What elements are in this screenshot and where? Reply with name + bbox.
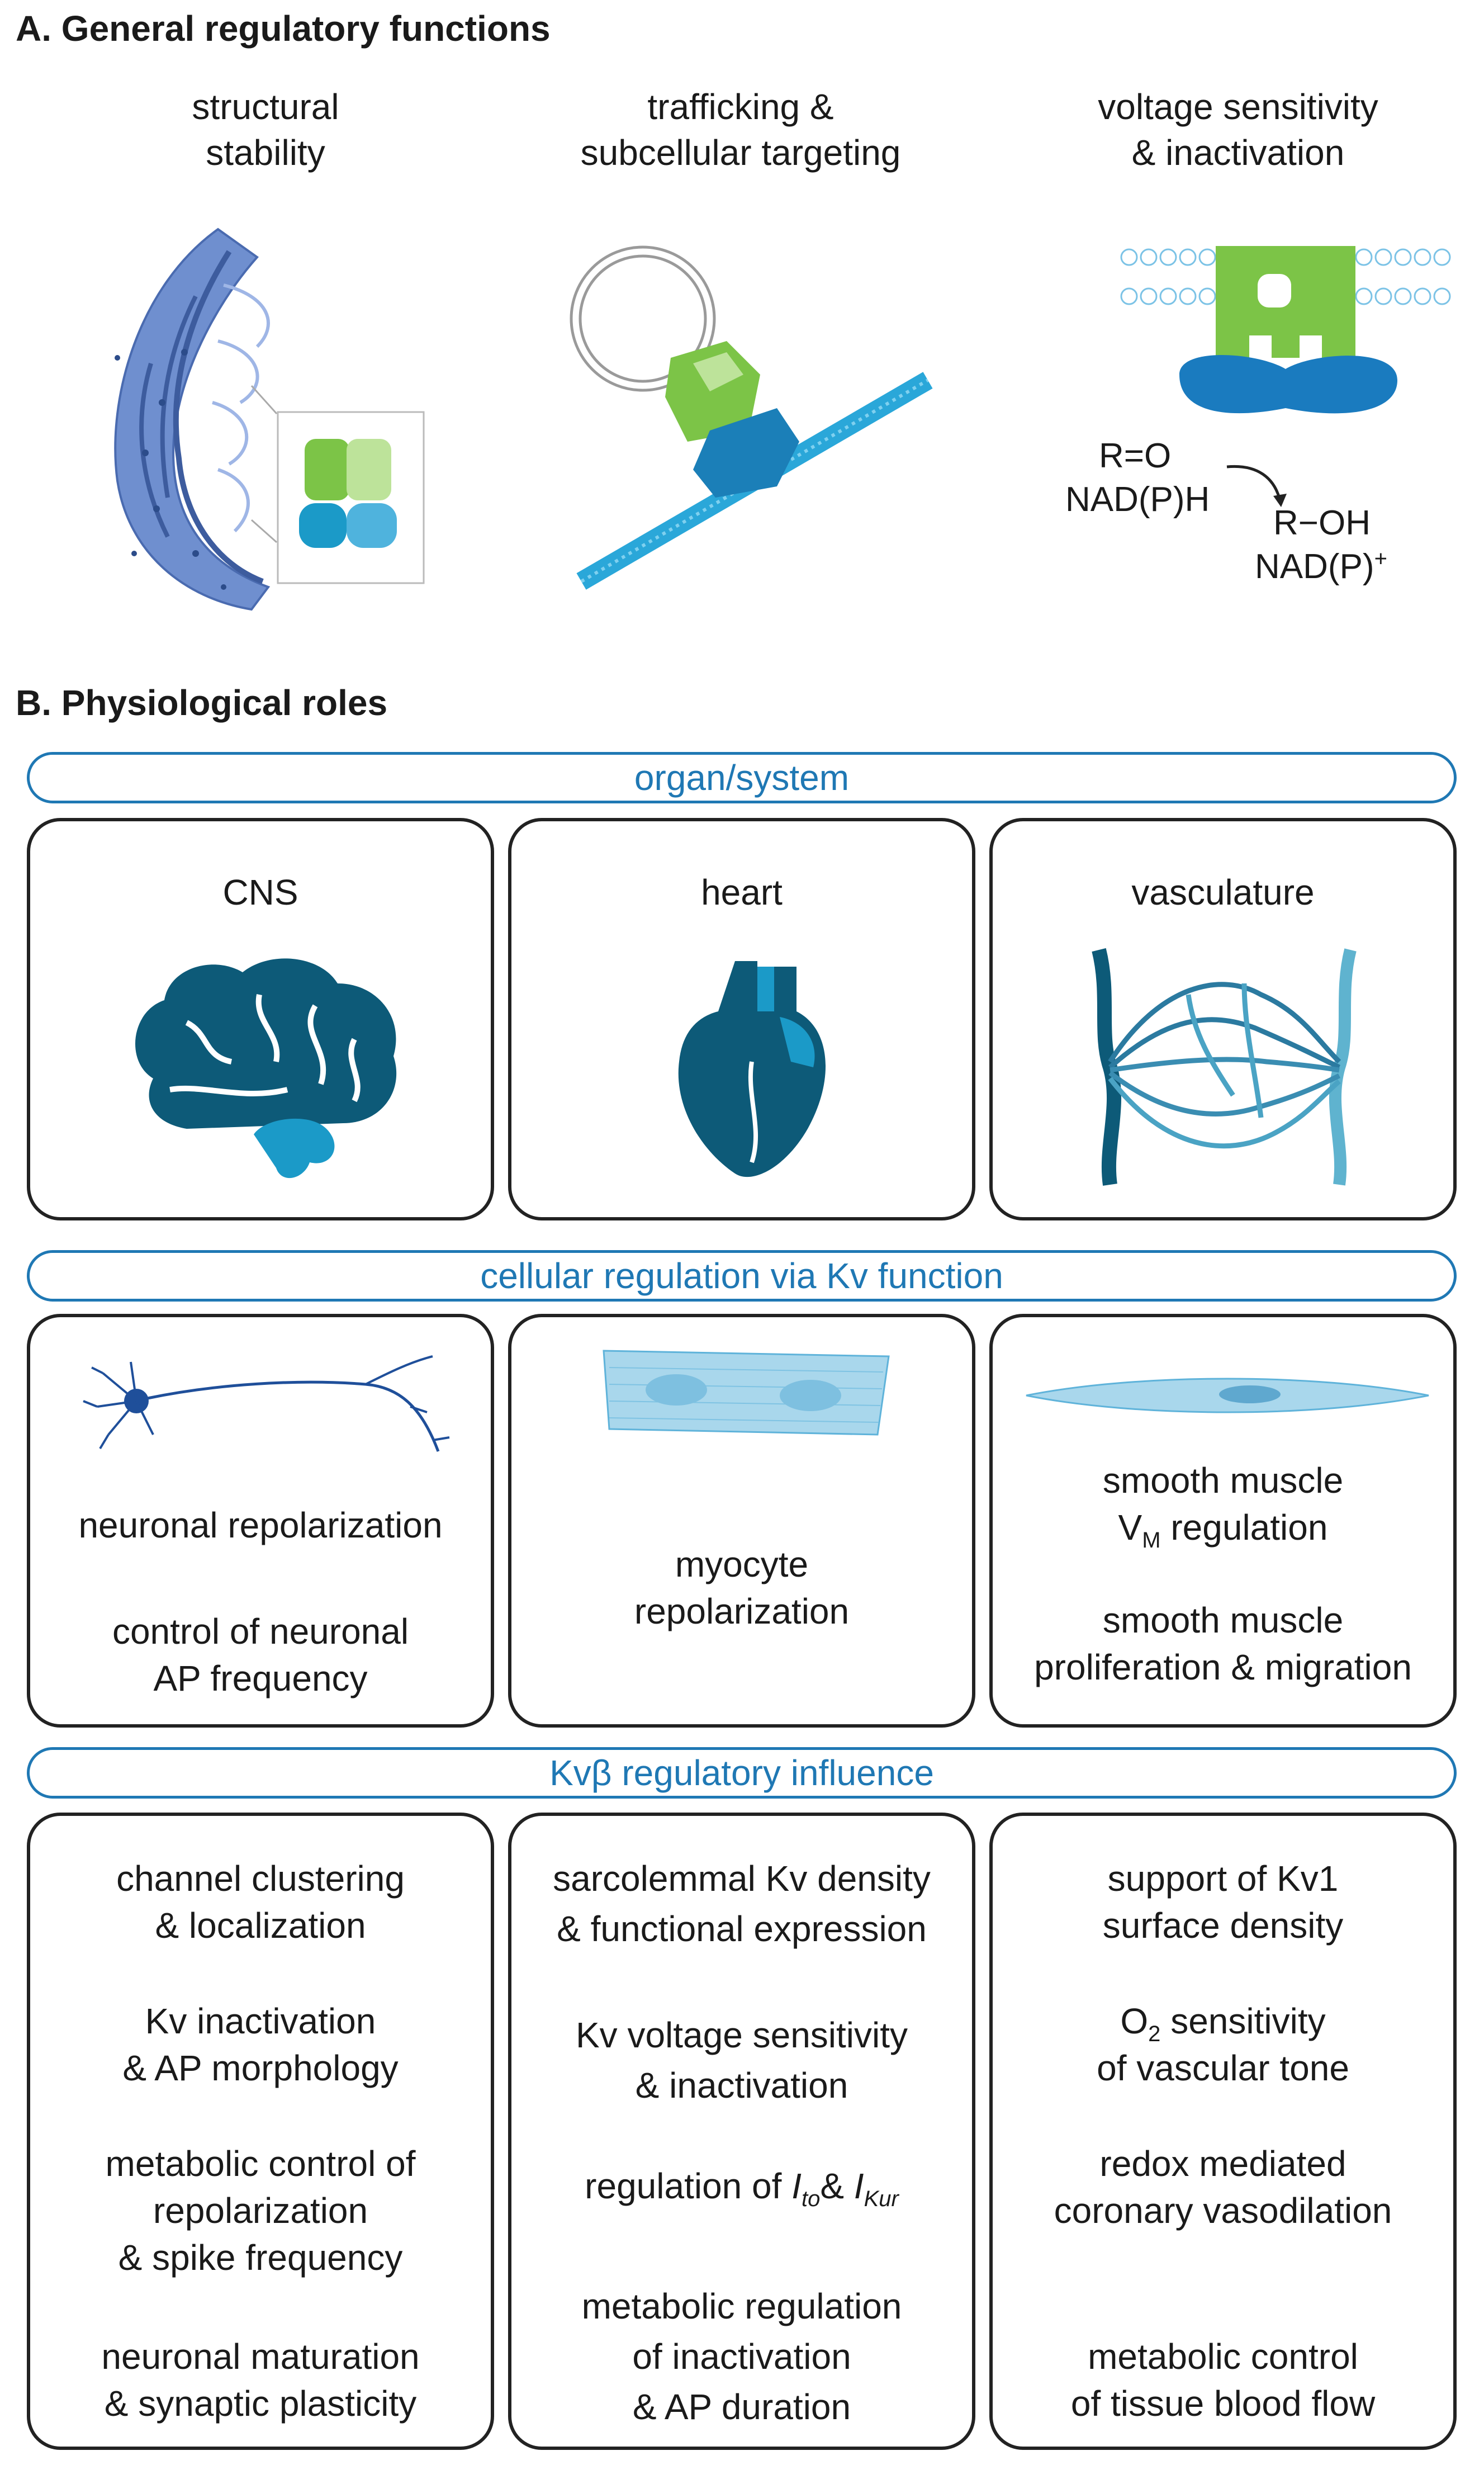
box-cns: CNS (27, 818, 494, 1220)
kvb-heart-7: of inactivation (632, 2336, 851, 2377)
membrane-channel-illustration (1120, 246, 1451, 414)
kvb-heart-3: Kv voltage sensitivity (575, 2015, 908, 2055)
kvb-cns-4: & AP morphology (122, 2048, 399, 2088)
organ-label-vasculature: vasculature (1131, 872, 1315, 912)
heart-icon (678, 961, 826, 1177)
kvb-vasc-o2: O2 sensitivity (1120, 2001, 1326, 2046)
text-myocyte-repolarization: repolarization (634, 1591, 850, 1631)
smooth-muscle-cell-icon (1026, 1378, 1429, 1413)
kvb-vasc-2: surface density (1102, 1905, 1344, 1946)
text-proliferation-migration: proliferation & migration (1034, 1647, 1412, 1687)
kvb-cns-9: & synaptic plasticity (104, 2383, 417, 2424)
box-influence-heart: sarcolemmal Kv density & functional expr… (508, 1813, 975, 2450)
section-b-title: B. Physiological roles (16, 683, 388, 723)
text-smooth-muscle-2: smooth muscle (1102, 1600, 1344, 1640)
header-kvbeta-influence: Kvβ regulatory influence (27, 1747, 1457, 1799)
kv-channel-inset-icon (277, 411, 425, 584)
reaction-cofactor-out: NAD(P)+ (1255, 546, 1387, 586)
reaction-substrate: R=O (1099, 437, 1172, 475)
header-cellular-regulation: cellular regulation via Kv function (27, 1250, 1457, 1302)
kvb-vasc-5: redox mediated (1099, 2144, 1346, 2184)
kvb-heart-ito-ikur: regulation of Ito& IKur (585, 2166, 899, 2211)
text-neuronal-repolarization: neuronal repolarization (78, 1505, 443, 1545)
kvb-cns-7: & spike frequency (118, 2237, 403, 2278)
text-myocyte: myocyte (675, 1544, 809, 1584)
kvb-heart-8: & AP duration (632, 2387, 851, 2427)
er-illustration (114, 228, 278, 611)
box-influence-vasculature: support of Kv1 surface density O2 sensit… (989, 1813, 1457, 2450)
kvb-cns-6: repolarization (153, 2190, 368, 2231)
kvb-heart-6: metabolic regulation (581, 2286, 902, 2326)
kvb-vasc-8: of tissue blood flow (1070, 2383, 1376, 2424)
reaction-product: R−OH (1273, 504, 1371, 542)
box-heart: heart (508, 818, 975, 1220)
panel-title-voltage: voltage sensitivity& inactivation (1098, 87, 1378, 173)
reaction-cofactor-in: NAD(P)H (1065, 480, 1210, 519)
text-vm-regulation: VM regulation (1118, 1507, 1328, 1553)
text-ap-frequency: AP frequency (153, 1658, 368, 1698)
kvb-cns-8: neuronal maturation (101, 2336, 420, 2377)
box-smooth-muscle: smooth muscle VM regulation smooth muscl… (989, 1314, 1457, 1728)
kvb-vasc-6: coronary vasodilation (1054, 2190, 1392, 2231)
box-influence-cns: channel clustering & localization Kv ina… (27, 1813, 494, 2450)
header-organ-system: organ/system (27, 752, 1457, 803)
section-a-title: A. General regulatory functions (16, 8, 551, 49)
vasculature-icon (1092, 948, 1357, 1186)
kvb-vasc-4: of vascular tone (1097, 2048, 1349, 2088)
kvb-heart-2: & functional expression (557, 1909, 927, 1949)
box-vasculature: vasculature (989, 818, 1457, 1220)
kvb-cns-3: Kv inactivation (145, 2001, 376, 2041)
kvb-heart-4: & inactivation (635, 2065, 848, 2106)
kvb-cns-2: & localization (155, 1905, 366, 1946)
kvb-cns-1: channel clustering (116, 1858, 405, 1899)
kvb-vasc-1: support of Kv1 (1107, 1858, 1339, 1899)
vesicle-trafficking-illustration (570, 245, 933, 590)
brain-icon (135, 958, 397, 1179)
organ-label-cns: CNS (222, 872, 298, 912)
kvb-heart-1: sarcolemmal Kv density (553, 1858, 931, 1899)
panel-title-trafficking: trafficking &subcellular targeting (580, 87, 901, 173)
text-control-neuronal: control of neuronal (112, 1611, 409, 1652)
reaction-arrow-icon (1226, 465, 1287, 507)
organ-label-heart: heart (701, 872, 783, 912)
myocyte-icon (603, 1350, 890, 1436)
kvb-vasc-7: metabolic control (1088, 2336, 1358, 2377)
box-myocyte: myocyte repolarization (508, 1314, 975, 1728)
kvb-cns-5: metabolic control of (105, 2144, 416, 2184)
neuron-icon (83, 1355, 450, 1452)
box-neuron: neuronal repolarization control of neuro… (27, 1314, 494, 1728)
text-smooth-muscle-1: smooth muscle (1102, 1460, 1344, 1501)
